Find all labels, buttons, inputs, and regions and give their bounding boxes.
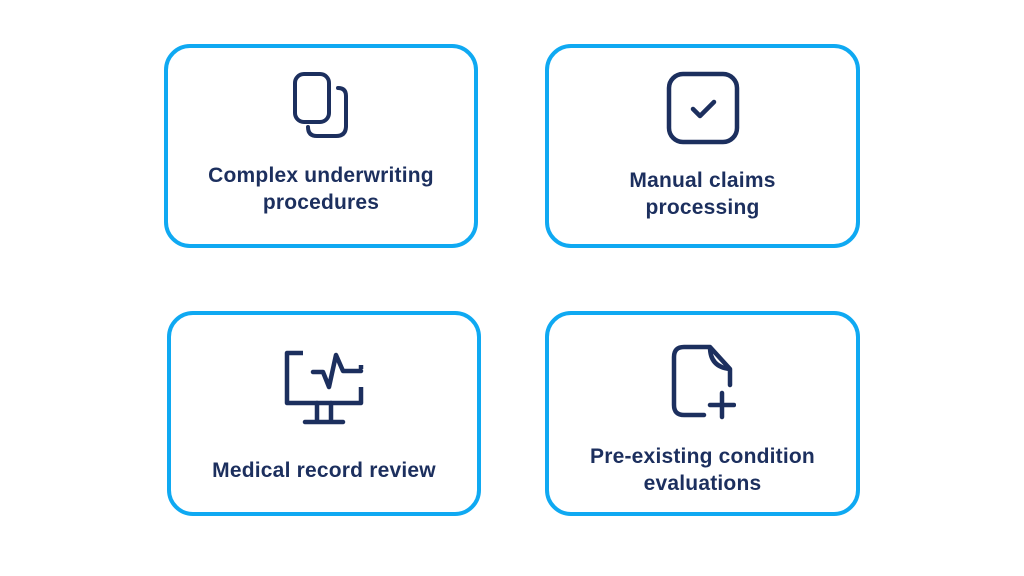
card-label: Pre-existing condition evaluations bbox=[590, 445, 815, 495]
file-add-icon bbox=[671, 344, 736, 420]
card-pre-existing-condition: Pre-existing condition evaluations bbox=[545, 311, 860, 516]
card-complex-underwriting: Complex underwriting procedures bbox=[164, 44, 478, 248]
card-label: Manual claims processing bbox=[629, 169, 776, 219]
copy-documents-icon bbox=[293, 72, 348, 138]
card-label: Medical record review bbox=[212, 459, 436, 482]
card-manual-claims: Manual claims processing bbox=[545, 44, 860, 248]
checkbox-icon bbox=[666, 71, 739, 145]
monitor-heartbeat-icon bbox=[284, 350, 364, 425]
card-label: Complex underwriting procedures bbox=[208, 164, 434, 214]
card-medical-record-review: Medical record review bbox=[167, 311, 481, 516]
